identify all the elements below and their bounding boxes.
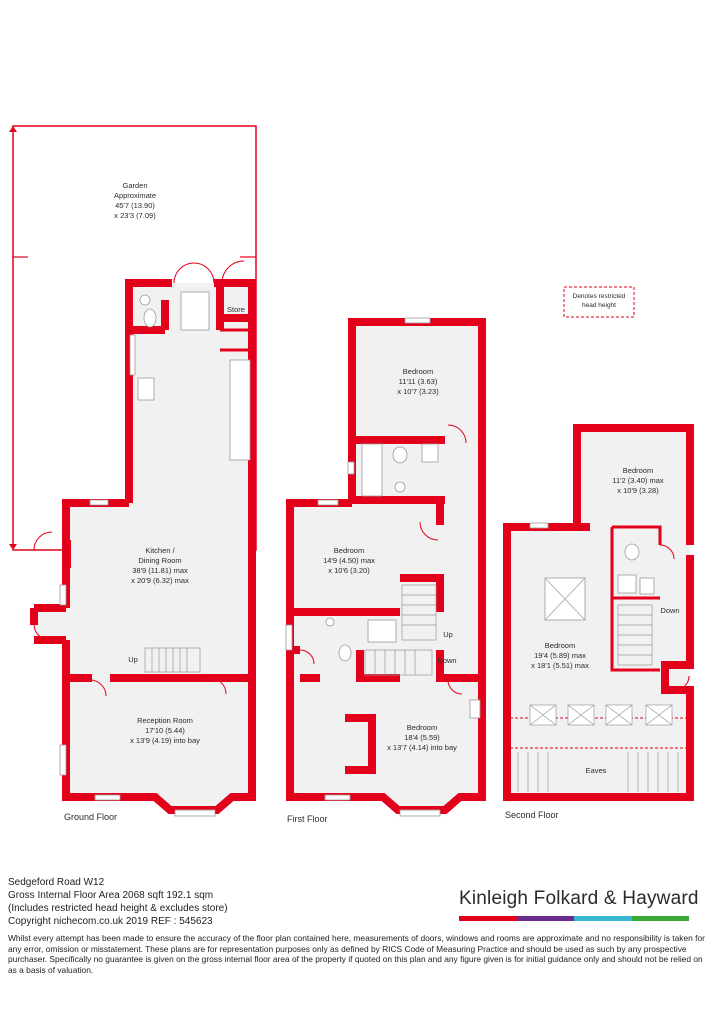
brand-bar-red [459,916,517,921]
svg-text:Dining Room: Dining Room [138,556,181,565]
address: Sedgeford Road W12 [8,877,105,888]
brand-bar-purple [516,916,574,921]
svg-text:x 20'9 (6.32) max: x 20'9 (6.32) max [131,576,189,585]
sf-down-label: Down [660,606,679,615]
svg-text:x 23'3 (7.09): x 23'3 (7.09) [114,211,156,220]
svg-text:x 13'7 (4.14) into bay: x 13'7 (4.14) into bay [387,743,457,752]
ground-floor-label: Ground Floor [64,812,117,822]
ff-bedroom-front-label: Bedroom [407,723,437,732]
ground-up-label: Up [128,655,138,664]
svg-text:x 10'6 (3.20): x 10'6 (3.20) [328,566,370,575]
svg-text:x 18'1 (5.51) max: x 18'1 (5.51) max [531,661,589,670]
area-note: (Includes restricted head height & exclu… [8,903,228,914]
sf-bedroom-small-label: Bedroom [623,466,653,475]
svg-text:19'4 (5.89) max: 19'4 (5.89) max [534,651,586,660]
eaves-label: Eaves [586,766,607,775]
ff-up-label: Up [443,630,453,639]
ff-bedroom-top-label: Bedroom [403,367,433,376]
svg-text:x 10'7 (3.23): x 10'7 (3.23) [397,387,439,396]
second-floor-plan [503,286,694,801]
second-floor-label: Second Floor [505,810,559,820]
brand-bar-cyan [574,916,632,921]
svg-text:14'9 (4.50) max: 14'9 (4.50) max [323,556,375,565]
kitchen-label: Kitchen / [145,546,175,555]
svg-text:Approximate: Approximate [114,191,156,200]
svg-text:x 10'9 (3.28): x 10'9 (3.28) [617,486,659,495]
sf-bedroom-large-label: Bedroom [545,641,575,650]
svg-text:18'4 (5.59): 18'4 (5.59) [404,733,440,742]
plan-footer: Sedgeford Road W12 Gross Internal Floor … [8,876,708,928]
floor-plan: Garden Approximate 45'7 (13.90) x 23'3 (… [9,125,694,824]
brand-color-bars [459,916,689,921]
svg-text:45'7 (13.90): 45'7 (13.90) [115,201,155,210]
reception-label: Reception Room [137,716,193,725]
svg-text:x 13'9 (4.19) into bay: x 13'9 (4.19) into bay [130,736,200,745]
first-floor-plan [285,317,486,817]
ff-bedroom-mid-label: Bedroom [334,546,364,555]
ground-floor-plan [9,125,257,817]
legend-line1: Denotes restricted [573,293,626,300]
legend-line2: head height [582,302,616,309]
svg-text:38'9 (11.81) max: 38'9 (11.81) max [132,566,188,575]
ff-down-label: Down [437,656,456,665]
copyright: Copyright nichecom.co.uk 2019 REF : 5456… [8,916,213,927]
garden-label: Garden [122,181,147,190]
store-label: Store [227,305,245,314]
first-floor-label: First Floor [287,814,328,824]
svg-text:17'10 (5.44): 17'10 (5.44) [145,726,185,735]
svg-text:11'2 (3.40) max: 11'2 (3.40) max [612,476,664,485]
brand-bar-green [631,916,689,921]
svg-text:11'11 (3.63): 11'11 (3.63) [399,377,438,386]
brand-logo-text: Kinleigh Folkard & Hayward [459,888,699,909]
second-floor-walls [503,424,694,801]
first-floor-walls [286,318,486,814]
floor-area: Gross Internal Floor Area 2068 sqft 192.… [8,890,214,901]
restricted-legend-box [563,286,635,318]
disclaimer: Whilst every attempt has been made to en… [8,933,705,975]
